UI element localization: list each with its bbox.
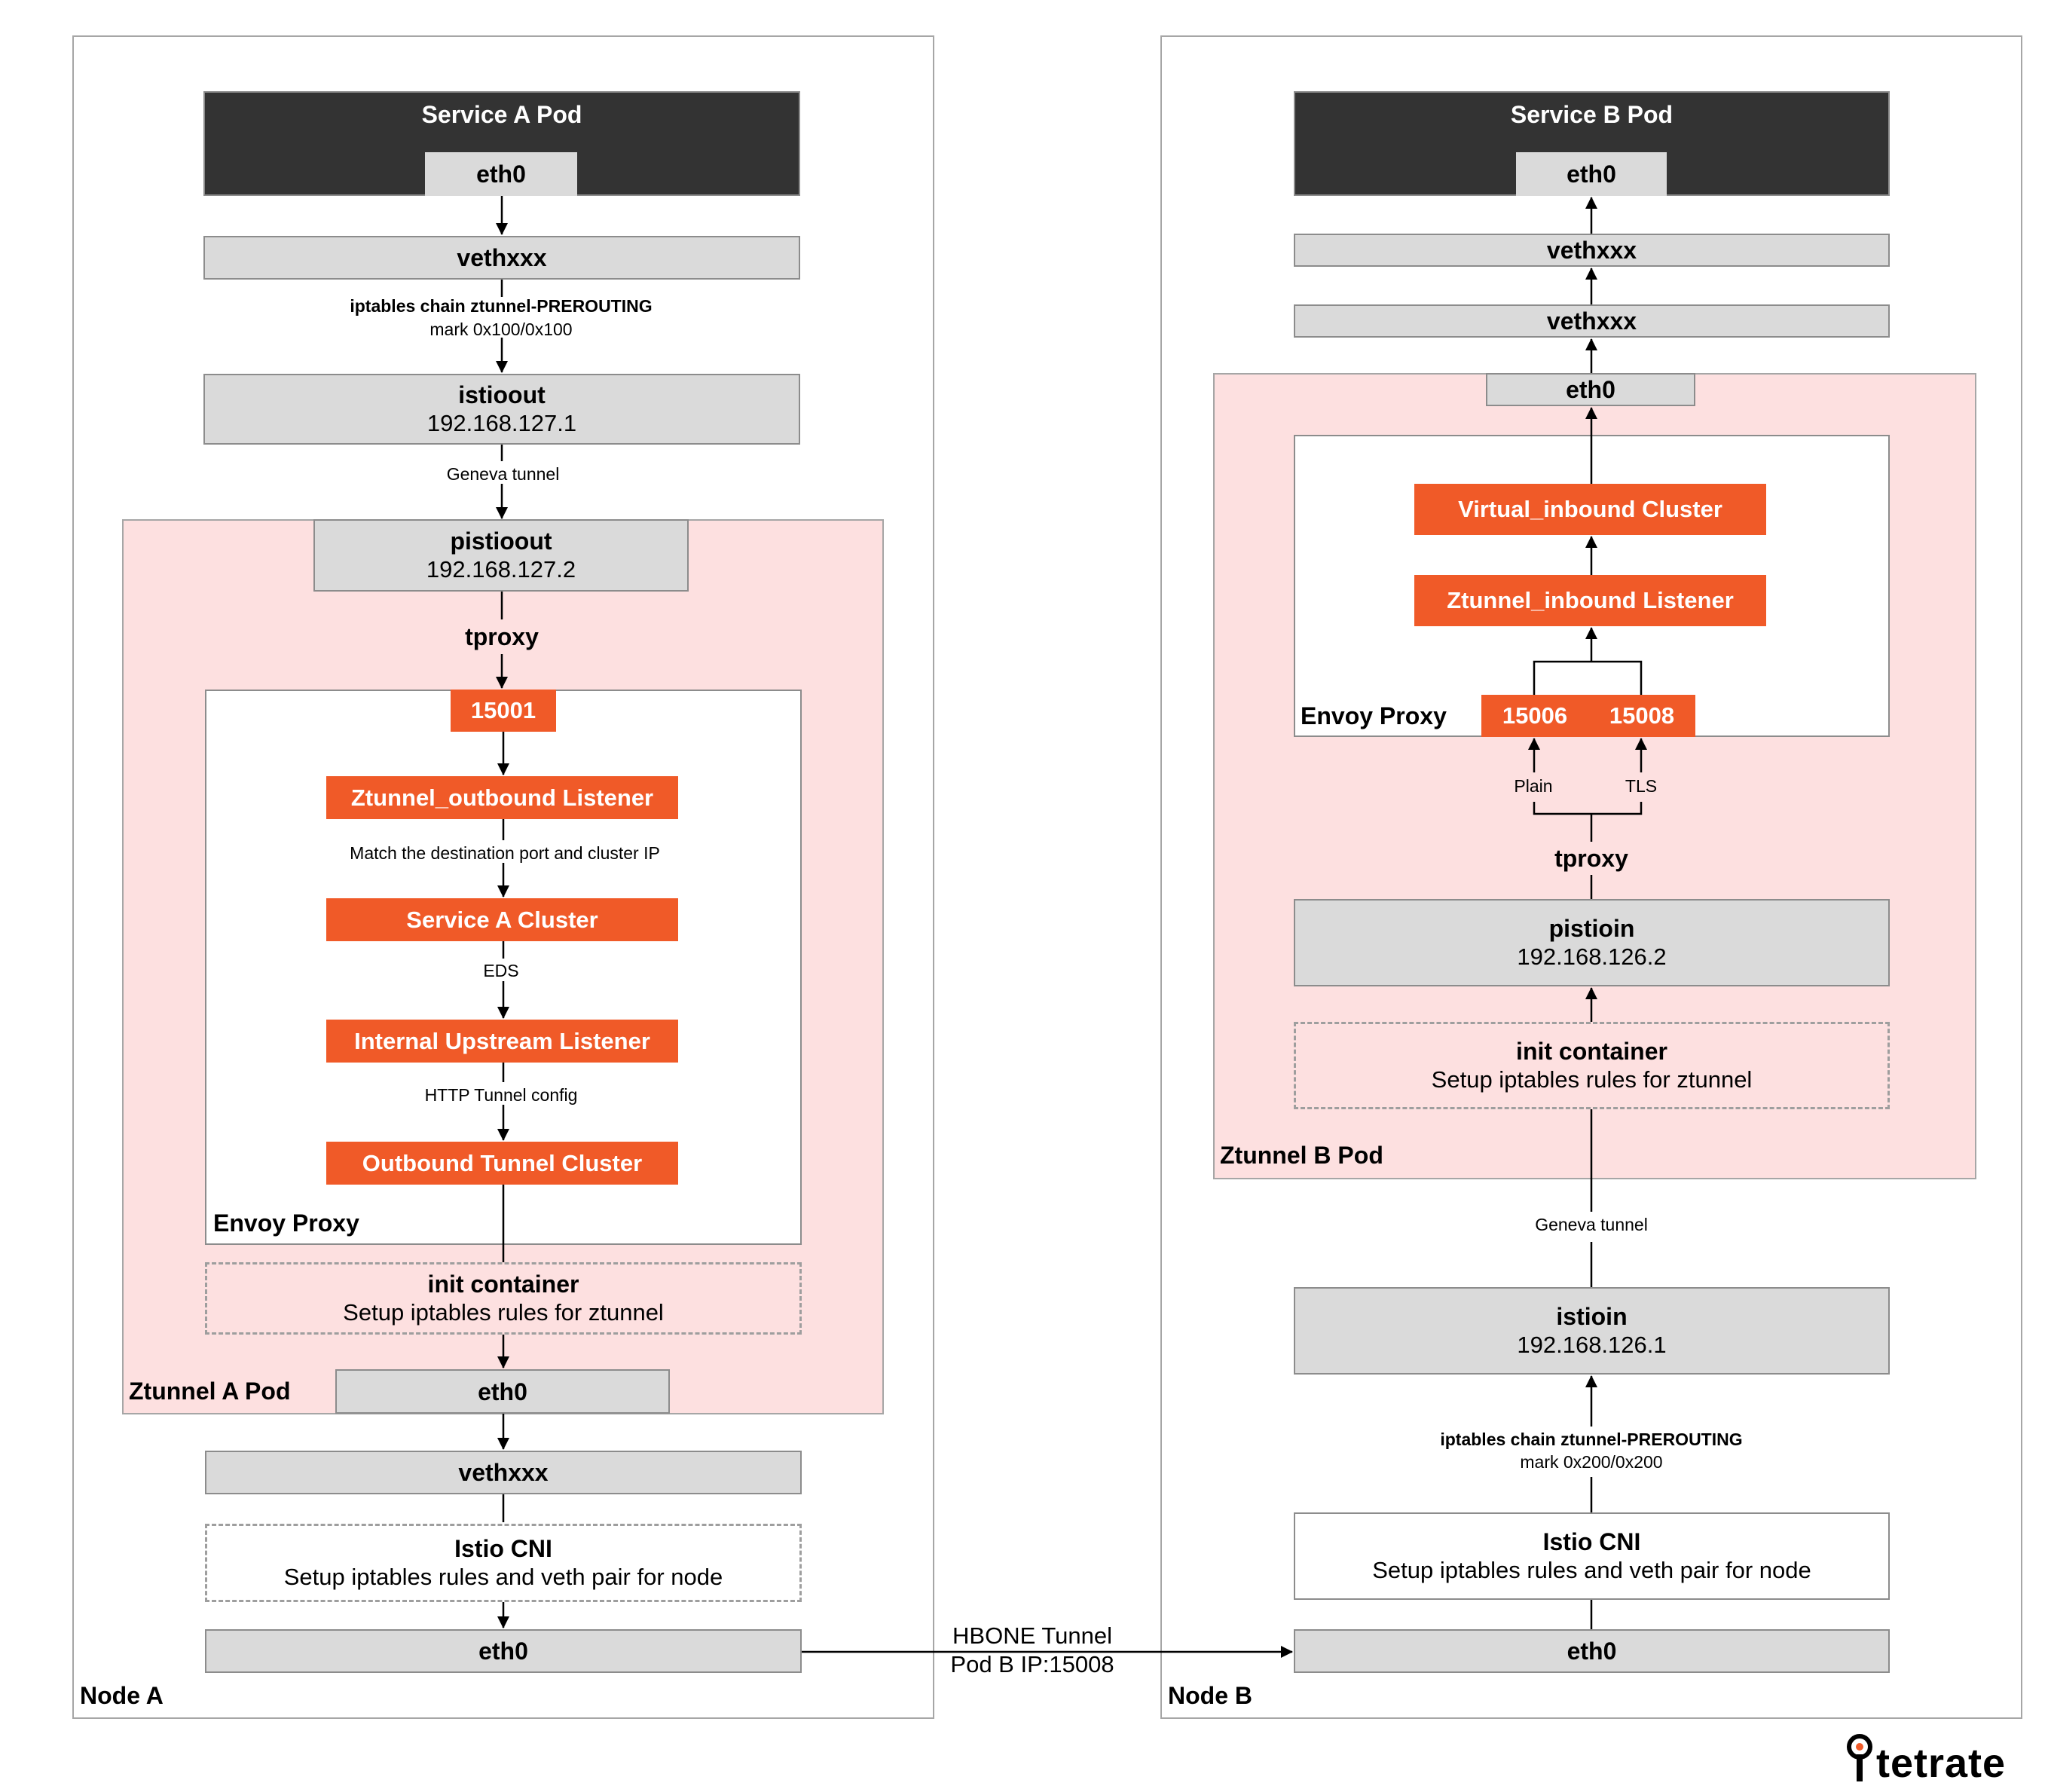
- node-b-geneva-label: Geneva tunnel: [1518, 1215, 1665, 1235]
- istioin: istioin 192.168.126.1: [1294, 1287, 1890, 1375]
- service-a-eth0: eth0: [425, 152, 577, 196]
- bracket-plain-tls: [1533, 802, 1643, 815]
- node-a-eth0: eth0: [205, 1629, 802, 1673]
- ztunnel-b-pod-label: Ztunnel B Pod: [1220, 1142, 1383, 1169]
- bracket-ports: [1533, 660, 1643, 695]
- http-tunnel-label: HTTP Tunnel config: [414, 1085, 588, 1105]
- ztunnel-outbound-listener: Ztunnel_outbound Listener: [326, 776, 678, 819]
- node-b-veth1: vethxxx: [1294, 234, 1890, 267]
- init-container-a-title: init container: [427, 1271, 579, 1298]
- port-group-b: [1481, 695, 1695, 737]
- ztunnel-a-eth0: eth0: [335, 1369, 670, 1414]
- init-container-a-desc: Setup iptables rules for ztunnel: [343, 1299, 664, 1326]
- hbone-line2: Pod B IP:15008: [950, 1651, 1114, 1677]
- istioout: istioout 192.168.127.1: [203, 374, 800, 445]
- istioin-name: istioin: [1556, 1303, 1628, 1330]
- init-container-b-title: init container: [1516, 1038, 1667, 1065]
- pistioin-name: pistioin: [1548, 915, 1635, 942]
- istio-cni-a-title: Istio CNI: [454, 1535, 552, 1562]
- pistioout-ip: 192.168.127.2: [426, 556, 576, 583]
- node-b-veth2: vethxxx: [1294, 304, 1890, 338]
- pistioin: pistioin 192.168.126.2: [1294, 899, 1890, 986]
- hbone-line1: HBONE Tunnel: [952, 1622, 1112, 1649]
- service-b-pod-title: Service B Pod: [1510, 100, 1674, 128]
- istio-cni-b-title: Istio CNI: [1542, 1528, 1641, 1555]
- match-note: Match the destination port and cluster I…: [316, 843, 693, 864]
- node-b-iptables-mark: mark 0x200/0x200: [1497, 1452, 1686, 1472]
- node-a-iptables-chain: iptables chain ztunnel-PREROUTING: [332, 296, 671, 317]
- init-container-b: init container Setup iptables rules for …: [1294, 1022, 1890, 1109]
- eds-label: EDS: [475, 961, 527, 981]
- istioin-ip: 192.168.126.1: [1517, 1332, 1667, 1358]
- port-15006: 15006: [1502, 702, 1568, 729]
- service-a-pod-title: Service A Pod: [421, 100, 582, 128]
- node-b-eth0: eth0: [1294, 1629, 1890, 1673]
- node-a-veth-bottom: vethxxx: [205, 1451, 802, 1494]
- tls-label: TLS: [1620, 776, 1662, 797]
- plain-label: Plain: [1505, 776, 1561, 797]
- tetrate-brand: tetrate: [1876, 1741, 2007, 1786]
- node-a-iptables-mark: mark 0x100/0x100: [407, 320, 595, 340]
- service-b-eth0: eth0: [1516, 152, 1667, 196]
- node-a-geneva-label: Geneva tunnel: [429, 464, 576, 485]
- istio-cni-b-desc: Setup iptables rules and veth pair for n…: [1372, 1557, 1811, 1583]
- pistioout: pistioout 192.168.127.2: [313, 519, 689, 592]
- node-a-veth-top: vethxxx: [203, 236, 800, 280]
- node-a-label: Node A: [80, 1682, 164, 1709]
- node-b-label: Node B: [1168, 1682, 1252, 1709]
- init-container-a: init container Setup iptables rules for …: [205, 1262, 802, 1335]
- envoy-proxy-a-label: Envoy Proxy: [213, 1209, 359, 1237]
- istio-cni-a-desc: Setup iptables rules and veth pair for n…: [283, 1564, 723, 1590]
- istioout-name: istioout: [458, 381, 546, 408]
- internal-upstream-listener: Internal Upstream Listener: [326, 1020, 678, 1063]
- tproxy-b: tproxy: [1530, 842, 1653, 875]
- port-15001: 15001: [451, 690, 556, 732]
- pistioin-ip: 192.168.126.2: [1517, 943, 1667, 970]
- tetrate-logo-icon: [1847, 1734, 1872, 1781]
- envoy-proxy-b-label: Envoy Proxy: [1301, 702, 1447, 729]
- ztunnel-a-pod-label: Ztunnel A Pod: [129, 1378, 291, 1405]
- ztunnel-inbound-listener: Ztunnel_inbound Listener: [1414, 575, 1766, 626]
- hbone-tunnel-label: HBONE Tunnel Pod B IP:15008: [889, 1622, 1175, 1679]
- outbound-tunnel-cluster: Outbound Tunnel Cluster: [326, 1142, 678, 1185]
- port-15008: 15008: [1609, 702, 1675, 729]
- virtual-inbound-cluster: Virtual_inbound Cluster: [1414, 484, 1766, 535]
- service-a-cluster: Service A Cluster: [326, 898, 678, 941]
- tproxy-a: tproxy: [203, 619, 800, 654]
- ztunnel-b-eth0: eth0: [1486, 373, 1695, 406]
- istio-cni-b: Istio CNI Setup iptables rules and veth …: [1294, 1512, 1890, 1600]
- istio-cni-a: Istio CNI Setup iptables rules and veth …: [205, 1524, 802, 1602]
- init-container-b-desc: Setup iptables rules for ztunnel: [1431, 1066, 1753, 1093]
- node-b-iptables-chain: iptables chain ztunnel-PREROUTING: [1422, 1430, 1761, 1450]
- pistioout-name: pistioout: [450, 528, 552, 555]
- istioout-ip: 192.168.127.1: [426, 410, 577, 436]
